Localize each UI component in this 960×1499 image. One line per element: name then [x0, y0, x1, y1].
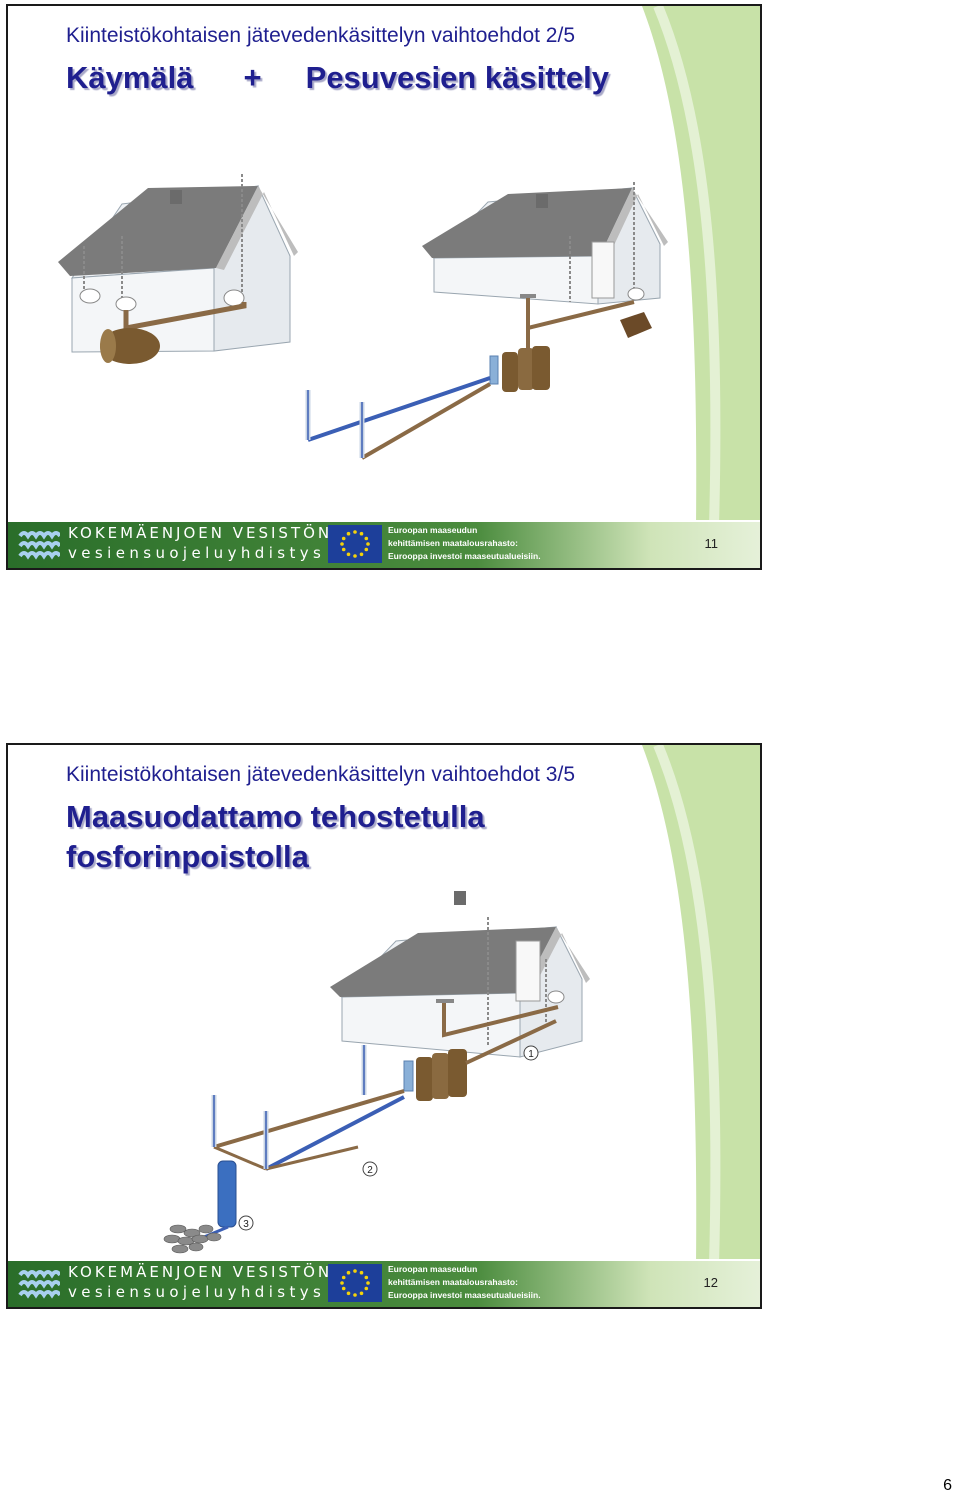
- title-part-toilet: Käymälä: [66, 60, 194, 95]
- organization-logo: [18, 1270, 60, 1299]
- page-number: 6: [943, 1477, 952, 1494]
- house-illustration-left: [58, 174, 298, 364]
- organization-logo: [18, 531, 60, 560]
- house-illustration: [330, 891, 590, 1058]
- organization-name: KOKEMÄENJOEN VESISTÖN: [68, 524, 333, 542]
- slide-title: Maasuodattamo tehostetulla fosforinpoist…: [66, 797, 485, 877]
- eu-fund-text: Euroopan maaseudun kehittämisen maatalou…: [388, 1263, 541, 1302]
- wastewater-illustration-11: [58, 174, 668, 460]
- slide-subtitle: Kiinteistökohtaisen jätevedenkäsittelyn …: [66, 763, 576, 786]
- slide-number: 12: [703, 1275, 718, 1290]
- slide-subtitle: Kiinteistökohtaisen jätevedenkäsittelyn …: [66, 24, 576, 47]
- slide-12: Kiinteistökohtaisen jätevedenkäsittelyn …: [6, 743, 762, 1309]
- decorative-green-swoosh: [642, 745, 760, 1266]
- slide-footer: KOKEMÄENJOEN VESISTÖN vesiensuojeluyhdis…: [8, 1259, 760, 1307]
- slide-footer: KOKEMÄENJOEN VESISTÖN vesiensuojeluyhdis…: [8, 520, 760, 568]
- title-line-2: fosforinpoistolla: [66, 839, 309, 874]
- decorative-green-swoosh: [642, 6, 760, 527]
- svg-text:2: 2: [367, 1165, 373, 1176]
- eu-text-line1: Euroopan maaseudun: [388, 525, 478, 535]
- callout-1: 1: [523, 1045, 539, 1061]
- slide-number: 11: [704, 536, 719, 551]
- eu-flag-icon: [328, 525, 382, 563]
- eu-text-line2: kehittämisen maatalousrahasto:: [388, 538, 518, 548]
- house-illustration-right: [422, 182, 668, 338]
- slide-11: Kiinteistökohtaisen jätevedenkäsittelyn …: [6, 4, 762, 570]
- title-part-greywater: Pesuvesien käsittely: [305, 60, 609, 95]
- eu-text-line2: kehittämisen maatalousrahasto:: [388, 1277, 518, 1287]
- eu-text-line3: Eurooppa investoi maaseutualueisiin.: [388, 1290, 541, 1300]
- eu-flag-icon: [328, 1264, 382, 1302]
- eu-text-line3: Eurooppa investoi maaseutualueisiin.: [388, 551, 541, 561]
- svg-text:1: 1: [528, 1049, 534, 1060]
- treatment-system-illustration: [305, 328, 550, 460]
- organization-name: KOKEMÄENJOEN VESISTÖN: [68, 1263, 333, 1281]
- callout-3: 3: [238, 1215, 254, 1231]
- eu-fund-text: Euroopan maaseudun kehittämisen maatalou…: [388, 524, 541, 563]
- title-line-1: Maasuodattamo tehostetulla: [66, 799, 485, 834]
- organization-subname: vesiensuojeluyhdistys ry: [68, 544, 359, 562]
- callout-2: 2: [362, 1161, 378, 1177]
- organization-subname: vesiensuojeluyhdistys ry: [68, 1283, 359, 1301]
- wastewater-illustration-12: 1 2 3: [163, 891, 590, 1254]
- treatment-system-illustration: [163, 1019, 557, 1254]
- svg-text:3: 3: [243, 1219, 249, 1230]
- slide-title: Käymälä + Pesuvesien käsittely: [66, 58, 609, 98]
- title-plus: +: [243, 60, 262, 95]
- eu-text-line1: Euroopan maaseudun: [388, 1264, 478, 1274]
